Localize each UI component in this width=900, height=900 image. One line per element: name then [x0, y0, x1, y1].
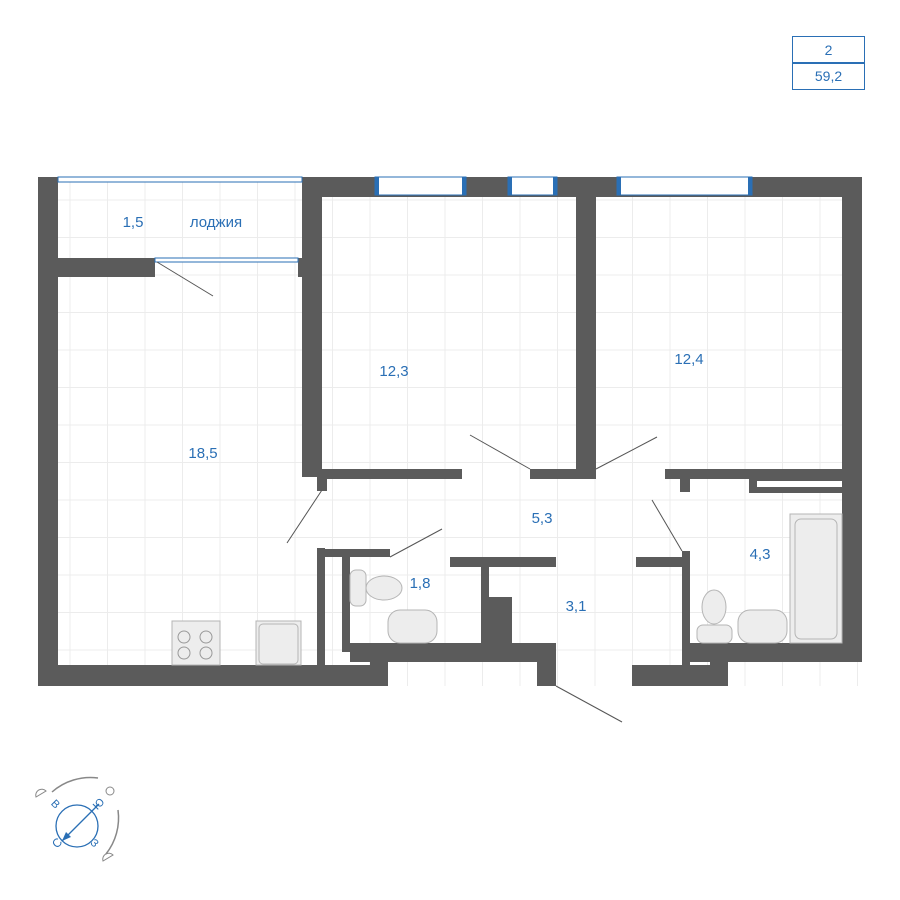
compass-north: С	[49, 835, 65, 851]
sunset-icon	[102, 852, 114, 862]
bathtub	[789, 513, 843, 644]
kitchen-sink	[255, 620, 302, 666]
windows	[57, 176, 753, 263]
compass-west: З	[88, 837, 101, 850]
rooms-count: 2	[792, 36, 865, 64]
room-area-toilet: 1,8	[410, 575, 431, 592]
room-area-bedroom-2: 12,4	[674, 351, 703, 368]
sun-icon	[105, 786, 115, 796]
walls	[38, 177, 862, 686]
room-area-living: 18,5	[188, 445, 217, 462]
compass-east: В	[48, 798, 62, 812]
sunrise-icon	[35, 788, 47, 798]
washbasin-1	[387, 609, 438, 644]
room-area-corridor: 3,1	[566, 598, 587, 615]
toilet-2	[696, 589, 733, 644]
room-area-bedroom-1: 12,3	[379, 363, 408, 380]
compass: С В Ю З	[35, 776, 120, 862]
washbasin-2	[737, 609, 788, 644]
room-area-hall: 5,3	[532, 510, 553, 527]
stove	[171, 620, 221, 666]
room-area-loggia: 1,5	[123, 214, 144, 231]
toilet-1	[349, 569, 403, 607]
room-area-bathroom: 4,3	[750, 546, 771, 563]
total-area: 59,2	[792, 62, 865, 90]
door-swings	[156, 261, 683, 723]
room-label-loggia: лоджия	[190, 214, 242, 231]
